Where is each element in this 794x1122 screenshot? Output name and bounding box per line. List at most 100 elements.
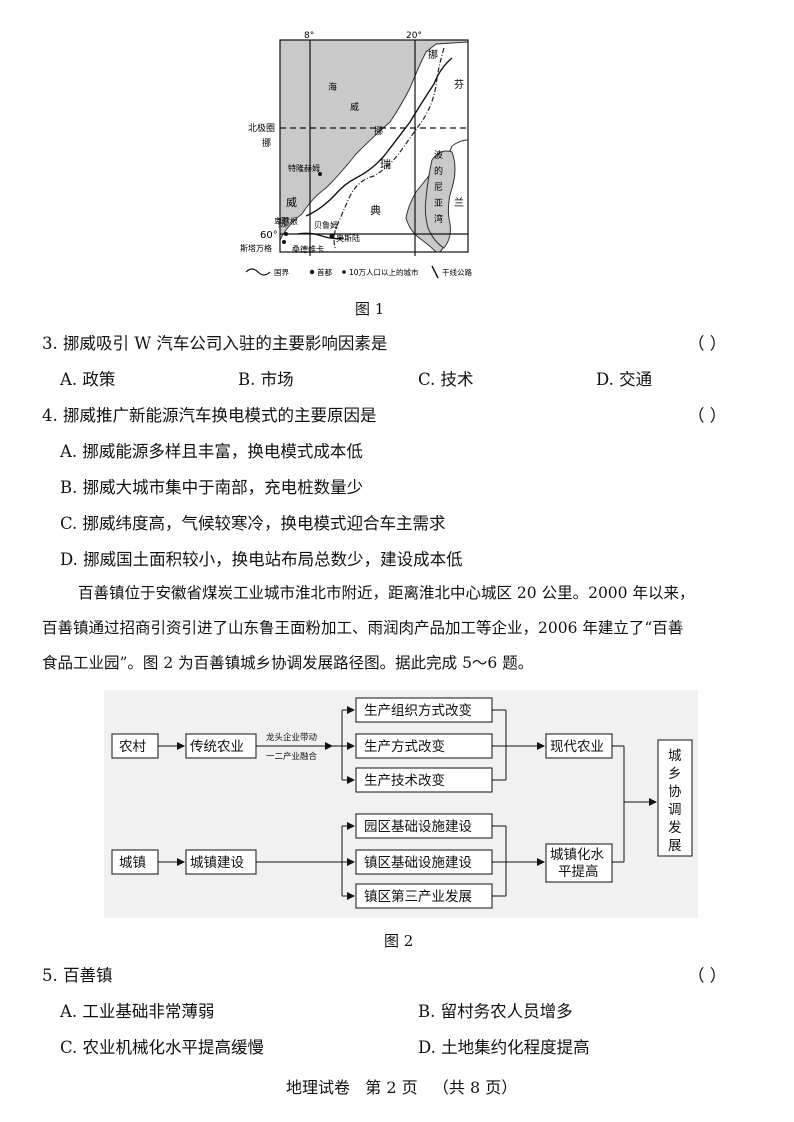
city-dot-trondheim xyxy=(318,172,322,176)
city-dot-oslo xyxy=(329,233,335,239)
norway-char-a: 挪 xyxy=(262,137,271,149)
q4-option-d: D. 挪威国土面积较小，换电站布局总数少，建设成本低 xyxy=(60,550,463,569)
box-result xyxy=(657,739,693,857)
legend-road-symbol xyxy=(431,265,439,279)
gulf-char-4: 亚 xyxy=(434,198,443,209)
finland-char-3: 兰 xyxy=(454,196,464,209)
legend-road-label: 干线公路 xyxy=(442,267,472,277)
result-char-4: 调 xyxy=(668,802,682,818)
box-town-build-label: 城镇建设 xyxy=(190,855,244,871)
result-char-3: 协 xyxy=(668,784,682,800)
gulf-char-3: 尼 xyxy=(434,182,443,193)
trunk-road-2 xyxy=(297,232,345,240)
norway-char-1: 威 xyxy=(286,196,297,209)
q3-option-d: D. 交通 xyxy=(596,370,653,389)
box-town-infra xyxy=(355,849,493,875)
lat-label-60: 60° xyxy=(260,230,278,241)
figure1-caption: 图 1 xyxy=(355,300,385,318)
box-park-infra-label: 园区基础设施建设 xyxy=(364,818,472,835)
box-trad-agri-label: 传统农业 xyxy=(190,739,244,755)
finland-char-2: 芬 xyxy=(454,79,464,91)
q3-option-b: B. 市场 xyxy=(238,370,294,389)
sea-char-1: 海 xyxy=(328,81,337,93)
land-area xyxy=(279,41,469,253)
legend-capital-label: 首都 xyxy=(317,267,332,277)
box-town xyxy=(111,849,159,875)
norway-char-2: 挪 xyxy=(278,215,289,229)
city-label-stavanger: 斯塔万格 xyxy=(240,243,272,253)
passage-line-1: 百善镇位于安徽省煤炭工业城市淮北市附近，距离淮北中心城区 20 公里。2000 … xyxy=(78,584,695,602)
box-prod-mode xyxy=(355,733,493,759)
q5-option-c: C. 农业机械化水平提高缓慢 xyxy=(60,1038,265,1057)
lon-label-20: 20° xyxy=(406,31,422,41)
q5-option-d: D. 土地集约化程度提高 xyxy=(418,1038,590,1057)
figure2-caption: 图 2 xyxy=(384,932,414,950)
box-urbanization xyxy=(545,843,613,883)
box-urbanization-label-1: 城镇化水 xyxy=(550,847,604,863)
q4-answer-paren: （ ） xyxy=(688,406,727,425)
box-town-infra-label: 镇区基础设施建设 xyxy=(364,854,472,871)
trunk-road-1 xyxy=(305,57,453,217)
sweden-char-1: 瑞 xyxy=(380,157,391,171)
arrow-label-leading-enterprise: 龙头企业带动 xyxy=(266,732,318,743)
result-char-1: 城 xyxy=(668,748,682,764)
box-trad-agri xyxy=(185,733,257,759)
box-prod-org xyxy=(355,697,493,723)
passage-line-3: 食品工业园”。图 2 为百善镇城乡协调发展路径图。据此完成 5～6 题。 xyxy=(42,654,534,672)
box-prod-tech-label: 生产技术改变 xyxy=(364,773,445,789)
box-prod-tech xyxy=(355,767,493,793)
box-town-label: 城镇 xyxy=(119,855,146,871)
city-label-baerum: 贝鲁姆 xyxy=(314,220,338,230)
city-label-oslo: 奥斯陆 xyxy=(336,233,360,243)
gulf-char-2: 的 xyxy=(434,165,443,177)
q5-option-b: B. 留村务农人员增多 xyxy=(418,1002,573,1021)
q3-option-a: A. 政策 xyxy=(60,370,116,389)
city-label-bergen: 卑尔根 xyxy=(274,216,298,226)
box-prod-mode-label: 生产方式改变 xyxy=(364,739,445,755)
legend-capital-symbol xyxy=(309,269,315,275)
finland-char-1: 挪 xyxy=(428,48,438,61)
lon-label-8: 8° xyxy=(304,31,314,41)
page-footer: 地理试卷 第 2 页 （共 8 页） xyxy=(286,1078,518,1097)
norway-sweden-border xyxy=(333,47,445,251)
city-label-trondheim: 特隆赫姆 xyxy=(288,163,320,173)
q5-option-a: A. 工业基础非常薄弱 xyxy=(60,1002,215,1021)
box-urbanization-label-2: 平提高 xyxy=(558,863,599,880)
box-tertiary-label: 镇区第三产业发展 xyxy=(364,888,472,905)
city-label-sandvika: 桑德维卡 xyxy=(292,244,324,254)
sea-char-2: 威 xyxy=(350,101,359,113)
q3-answer-paren: （ ） xyxy=(688,334,727,353)
result-char-6: 展 xyxy=(668,838,682,854)
legend-border-symbol xyxy=(245,268,271,276)
box-prod-org-label: 生产组织方式改变 xyxy=(364,703,472,719)
map-frame xyxy=(279,39,469,253)
q4-stem: 4. 挪威推广新能源汽车换电模式的主要原因是 xyxy=(42,406,377,425)
box-park-infra xyxy=(355,813,493,839)
city-dot-bergen xyxy=(284,232,288,236)
figure2-flow-diagram: 农村 传统农业 龙头企业带动 一二产业融合 生产组织方式改变 生产方式改变 生产… xyxy=(104,690,698,918)
box-modern-agri-label: 现代农业 xyxy=(550,739,604,755)
box-tertiary xyxy=(355,883,493,909)
arrow-label-industry-fusion: 一二产业融合 xyxy=(266,751,318,762)
result-char-5: 发 xyxy=(668,820,682,836)
sweden-char-2: 典 xyxy=(370,203,381,217)
figure1-map: 8° 20° 北极圈 60° 挪 芬 兰 海 威 挪 挪 威 挪 瑞 典 波 的… xyxy=(240,31,472,279)
box-town-build xyxy=(185,849,257,875)
passage-line-2: 百善镇通过招商引资引进了山东鲁王面粉加工、雨润肉产品加工等企业，2006 年建立… xyxy=(42,619,684,637)
q4-option-b: B. 挪威大城市集中于南部，充电桩数量少 xyxy=(60,478,364,497)
city-dot-stavanger xyxy=(282,240,286,244)
legend-city-label: 10万人口以上的城市 xyxy=(349,267,419,277)
legend-city-symbol xyxy=(342,270,346,274)
gulf-char-1: 波 xyxy=(434,149,443,161)
q4-option-a: A. 挪威能源多样且丰富，换电模式成本低 xyxy=(60,442,363,461)
q4-option-c: C. 挪威纬度高，气候较寒冷，换电模式迎合车主需求 xyxy=(60,514,446,533)
arctic-circle-label: 北极圈 xyxy=(248,122,275,134)
q5-answer-paren: （ ） xyxy=(688,966,727,985)
box-rural xyxy=(111,733,159,759)
legend-border-label: 国界 xyxy=(274,268,289,277)
gulf-area xyxy=(424,150,456,249)
q5-stem: 5. 百善镇 xyxy=(42,966,113,985)
result-char-2: 乡 xyxy=(668,766,682,782)
box-rural-label: 农村 xyxy=(119,739,146,755)
sea-char-3: 挪 xyxy=(374,125,383,137)
